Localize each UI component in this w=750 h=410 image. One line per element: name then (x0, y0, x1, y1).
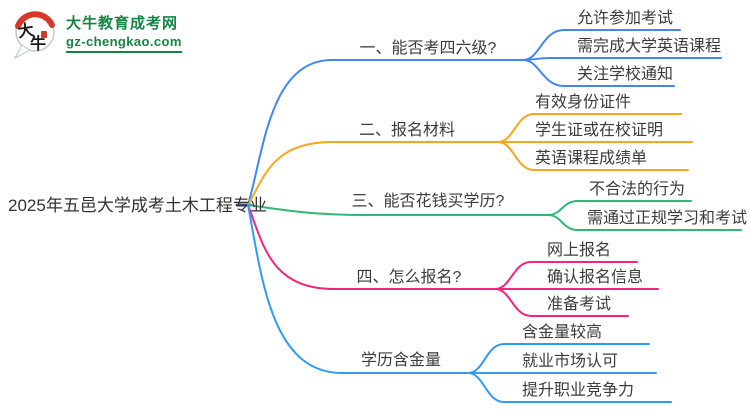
child-node: 学生证或在校证明 (535, 122, 664, 139)
child-node: 英语课程成绩单 (535, 150, 648, 167)
child-node: 提升职业竞争力 (522, 382, 635, 399)
branch-3-lines (247, 204, 659, 317)
child-node: 有效身份证件 (535, 94, 632, 111)
svg-text:牛: 牛 (30, 34, 46, 53)
child-node: 就业市场认可 (522, 353, 619, 370)
svg-text:大: 大 (17, 20, 36, 41)
branch-1-lines (247, 113, 693, 206)
child-node: 确认报名信息 (547, 269, 644, 286)
branch-4-lines (247, 204, 672, 403)
branch-2-lines (247, 200, 742, 231)
branch-label-2: 三、能否花钱买学历? (351, 193, 505, 210)
child-node: 需通过正规学习和考试 (587, 210, 748, 227)
child-node: 网上报名 (547, 242, 612, 259)
branch-label-1: 二、报名材料 (358, 122, 456, 139)
child-node: 允许参加考试 (577, 10, 674, 27)
child-node: 不合法的行为 (589, 181, 686, 198)
branch-label-3: 四、怎么报名? (356, 269, 462, 286)
branch-label-0: 一、能否考四六级? (359, 40, 497, 57)
child-node: 准备考试 (547, 296, 612, 313)
logo-title: 大牛教育成考网 (66, 14, 179, 32)
branch-label-4: 学历含金量 (360, 352, 442, 369)
logo-bull-badge-icon: 大 牛 (13, 11, 55, 60)
root-topic: 2025年五邑大学成考土木工程专业 (8, 196, 267, 215)
child-node: 含金量较高 (522, 324, 603, 341)
child-node: 关注学校通知 (577, 66, 674, 83)
site-logo: 大 牛 大牛教育成考网 gz-chengkao.com (8, 6, 182, 60)
logo-domain: gz-chengkao.com (66, 34, 182, 53)
child-node: 需完成大学英语课程 (577, 38, 722, 55)
branch-0-lines (247, 29, 722, 206)
